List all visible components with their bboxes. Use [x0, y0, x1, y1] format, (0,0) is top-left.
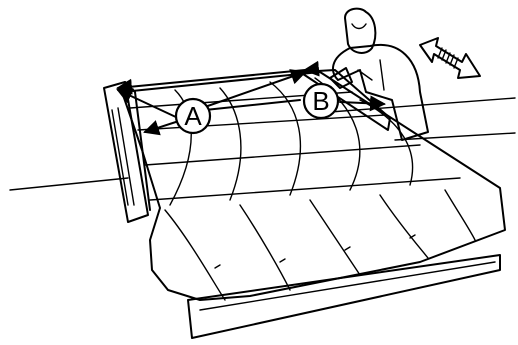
- callout-b: B: [304, 84, 338, 118]
- callout-b-label: B: [312, 86, 329, 116]
- arrow-top: [118, 70, 305, 88]
- floor-lines: [10, 98, 515, 190]
- callout-a: A: [176, 99, 210, 133]
- double-arrow-icon: [420, 38, 480, 78]
- callout-a-label: A: [184, 101, 202, 131]
- person-figure: [330, 9, 428, 140]
